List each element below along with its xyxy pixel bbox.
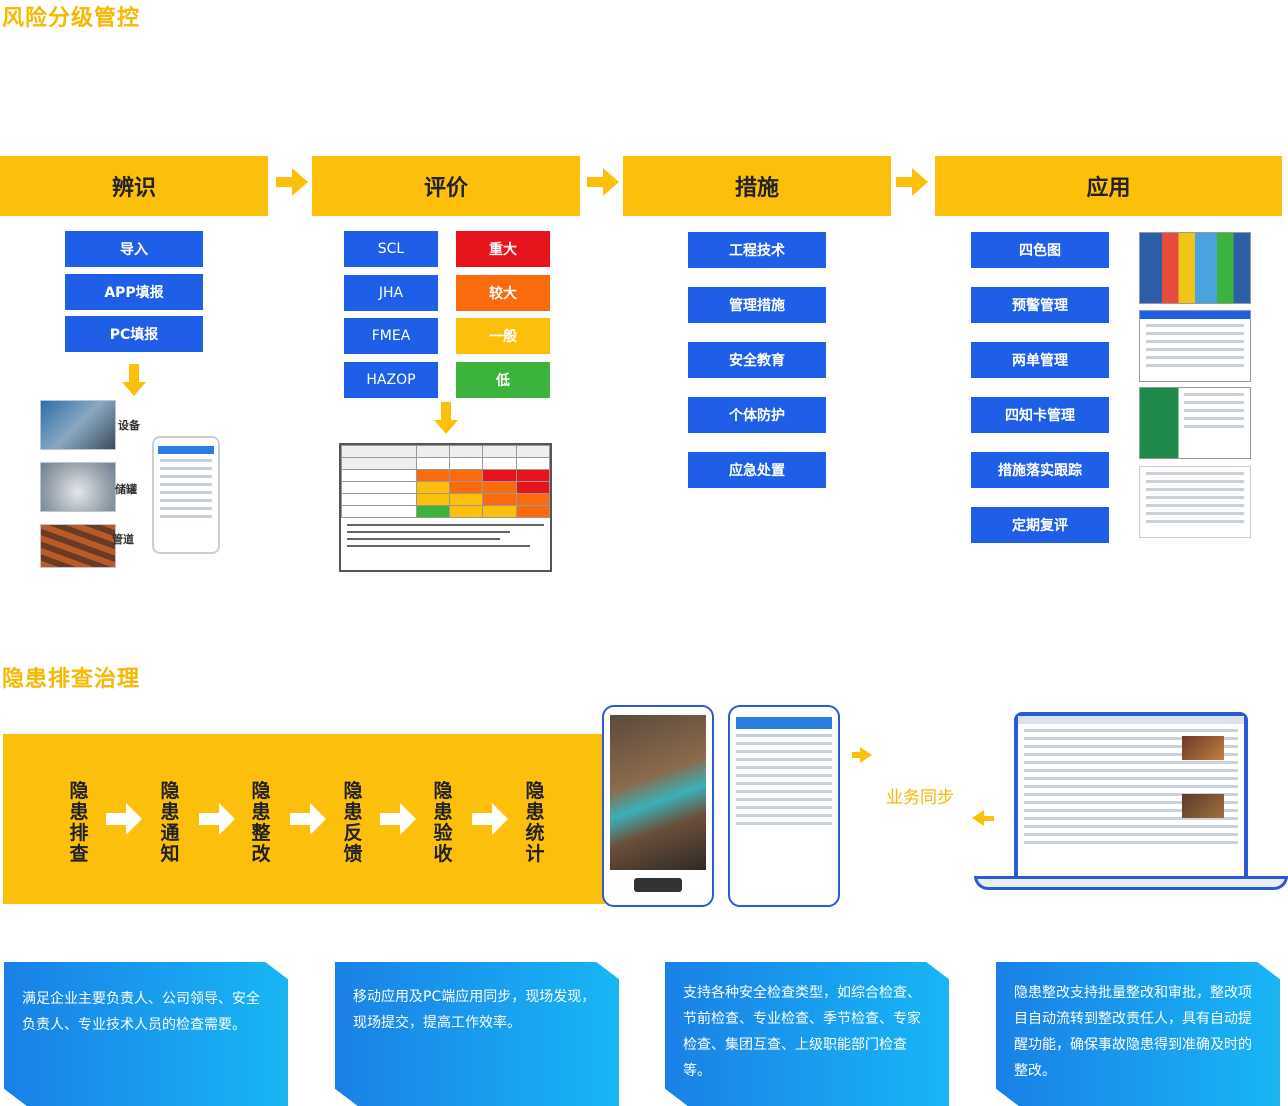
step-notify: 隐患通知 bbox=[160, 780, 180, 865]
stage-label: 应用 bbox=[1086, 176, 1131, 201]
sync-label: 业务同步 bbox=[886, 788, 954, 808]
arrow-right-icon bbox=[276, 168, 308, 196]
method-scl-button[interactable]: SCL bbox=[344, 231, 438, 267]
phone-mockup bbox=[152, 436, 220, 554]
level-general: 一般 bbox=[456, 318, 550, 354]
feature-card-2: 移动应用及PC端应用同步，现场发现，现场提交，提高工作效率。 bbox=[335, 962, 619, 1106]
laptop-screen bbox=[1014, 712, 1248, 876]
stage-label: 评价 bbox=[423, 176, 468, 201]
arrow-right-icon bbox=[852, 747, 872, 763]
hazard-photo bbox=[610, 715, 706, 870]
app-warning-button[interactable]: 预警管理 bbox=[971, 287, 1109, 323]
measure-emergency-button[interactable]: 应急处置 bbox=[688, 452, 826, 488]
stage-identify: 辨识 bbox=[0, 156, 268, 216]
stage-label: 措施 bbox=[734, 176, 779, 201]
arrow-down-icon bbox=[129, 364, 139, 384]
phone-photo-mockup bbox=[602, 705, 714, 907]
app-review-button[interactable]: 定期复评 bbox=[971, 507, 1109, 543]
measure-ppe-button[interactable]: 个体防护 bbox=[688, 397, 826, 433]
step-rectify: 隐患整改 bbox=[251, 780, 271, 865]
app-two-lists-button[interactable]: 两单管理 bbox=[971, 342, 1109, 378]
identify-pc-button[interactable]: PC填报 bbox=[65, 316, 203, 352]
pipeline-photo bbox=[40, 524, 116, 568]
feature-card-text: 支持各种安全检查类型，如综合检查、节前检查、专业检查、季节检查、专家检查、集团互… bbox=[683, 985, 921, 1079]
tracking-sheet-thumbnail bbox=[1139, 466, 1251, 538]
step-feedback: 隐患反馈 bbox=[343, 780, 363, 865]
feature-card-text: 满足企业主要负责人、公司领导、安全负责人、专业技术人员的检查需要。 bbox=[22, 991, 260, 1033]
section-title-risk: 风险分级管控 bbox=[2, 6, 141, 31]
risk-list-thumbnail bbox=[1139, 310, 1251, 382]
step-statistics: 隐患统计 bbox=[525, 780, 545, 865]
equipment-photo bbox=[40, 400, 116, 450]
measure-engineering-button[interactable]: 工程技术 bbox=[688, 232, 826, 268]
arrow-down-icon bbox=[441, 402, 451, 422]
stage-application: 应用 bbox=[935, 156, 1282, 216]
tank-photo bbox=[40, 462, 116, 512]
measure-education-button[interactable]: 安全教育 bbox=[688, 342, 826, 378]
level-low: 低 bbox=[456, 362, 550, 398]
camera-icon[interactable] bbox=[634, 878, 682, 892]
risk-card-thumbnail bbox=[1139, 387, 1251, 459]
arrow-right-icon bbox=[290, 803, 326, 835]
arrow-down-icon bbox=[434, 420, 458, 434]
app-tracking-button[interactable]: 措施落实跟踪 bbox=[971, 452, 1109, 488]
feature-card-text: 隐患整改支持批量整改和审批，整改项目自动流转到整改责任人，具有自动提醒功能，确保… bbox=[1014, 985, 1252, 1079]
identify-import-button[interactable]: 导入 bbox=[65, 231, 203, 267]
level-larger: 较大 bbox=[456, 275, 550, 311]
measure-management-button[interactable]: 管理措施 bbox=[688, 287, 826, 323]
feature-card-text: 移动应用及PC端应用同步，现场发现，现场提交，提高工作效率。 bbox=[353, 989, 596, 1031]
four-color-map-thumbnail bbox=[1139, 232, 1251, 304]
arrow-left-icon bbox=[972, 810, 984, 826]
step-inspect: 隐患排查 bbox=[69, 780, 89, 865]
method-hazop-button[interactable]: HAZOP bbox=[344, 362, 438, 398]
feature-card-4: 隐患整改支持批量整改和审批，整改项目自动流转到整改责任人，具有自动提醒功能，确保… bbox=[996, 962, 1280, 1106]
arrow-down-icon bbox=[122, 382, 146, 396]
step-accept: 隐患验收 bbox=[433, 780, 453, 865]
level-major: 重大 bbox=[456, 231, 550, 267]
laptop-base bbox=[974, 876, 1288, 890]
stage-label: 辨识 bbox=[111, 176, 156, 201]
arrow-left-icon bbox=[984, 816, 994, 821]
app-four-cards-button[interactable]: 四知卡管理 bbox=[971, 397, 1109, 433]
stage-evaluate: 评价 bbox=[312, 156, 580, 216]
method-jha-button[interactable]: JHA bbox=[344, 275, 438, 311]
phone-form-mockup bbox=[728, 705, 840, 907]
tank-label: 储罐 bbox=[115, 483, 137, 496]
equipment-label: 设备 bbox=[118, 419, 140, 432]
arrow-right-icon bbox=[896, 168, 928, 196]
app-four-color-map-button[interactable]: 四色图 bbox=[971, 232, 1109, 268]
identify-app-button[interactable]: APP填报 bbox=[65, 274, 203, 310]
arrow-right-icon bbox=[106, 803, 142, 835]
method-fmea-button[interactable]: FMEA bbox=[344, 318, 438, 354]
feature-card-1: 满足企业主要负责人、公司领导、安全负责人、专业技术人员的检查需要。 bbox=[4, 962, 288, 1106]
arrow-right-icon bbox=[472, 803, 508, 835]
feature-card-3: 支持各种安全检查类型，如综合检查、节前检查、专业检查、季节检查、专家检查、集团互… bbox=[665, 962, 949, 1106]
pipeline-label: 管道 bbox=[112, 533, 134, 546]
arrow-right-icon bbox=[380, 803, 416, 835]
arrow-right-icon bbox=[587, 168, 619, 196]
section-title-hazard: 隐患排查治理 bbox=[2, 667, 141, 692]
arrow-right-icon bbox=[199, 803, 235, 835]
stage-measures: 措施 bbox=[623, 156, 891, 216]
risk-matrix-image bbox=[339, 443, 552, 572]
